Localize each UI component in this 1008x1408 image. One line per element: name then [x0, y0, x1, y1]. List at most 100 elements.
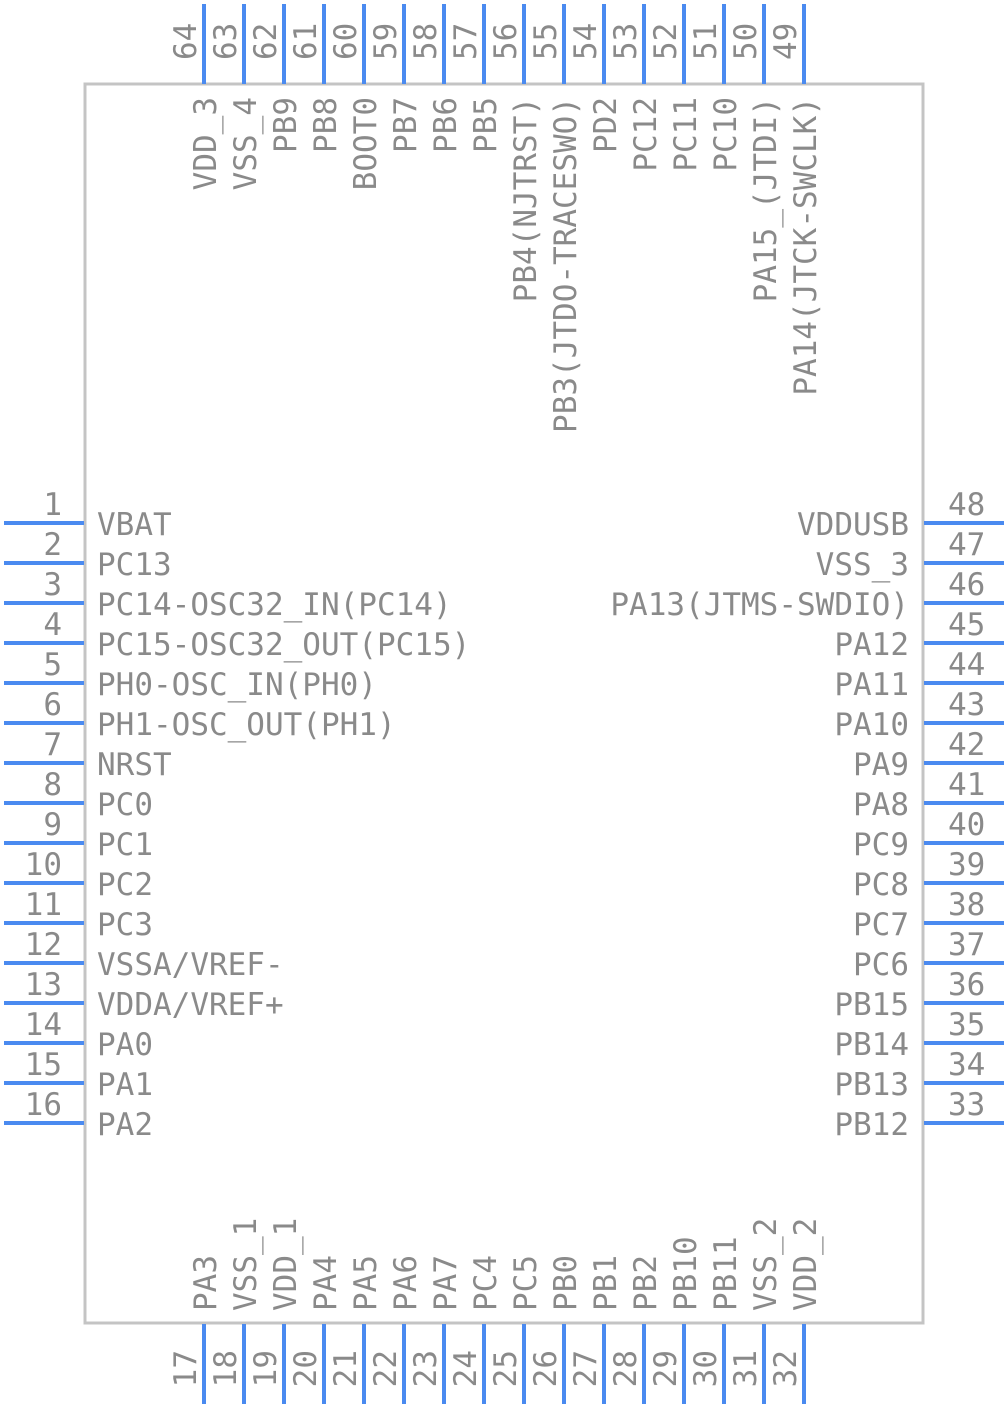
pin-28-number: 28 — [608, 1350, 644, 1387]
pin-61-label: PB8 — [308, 97, 344, 153]
pin-49-number: 49 — [768, 23, 804, 60]
pin-61-number: 61 — [288, 23, 324, 60]
pin-40-number: 40 — [948, 807, 985, 843]
pin-47-number: 47 — [948, 527, 985, 563]
pin-46-number: 46 — [948, 567, 985, 603]
pin-34-number: 34 — [948, 1047, 985, 1083]
pin-60-number: 60 — [328, 23, 364, 60]
pin-54-number: 54 — [568, 23, 604, 60]
pin-33-label: PB12 — [834, 1107, 909, 1143]
pin-45-number: 45 — [948, 607, 985, 643]
pin-55-label: PB3(JTDO-TRACESWO) — [548, 97, 584, 433]
pin-35-label: PB14 — [834, 1027, 909, 1063]
pin-1-label: VBAT — [97, 507, 172, 543]
pin-37-number: 37 — [948, 927, 985, 963]
pin-8-number: 8 — [43, 767, 62, 803]
pin-42-number: 42 — [948, 727, 985, 763]
pin-17-number: 17 — [168, 1350, 204, 1387]
pin-44-number: 44 — [948, 647, 985, 683]
pin-16-label: PA2 — [97, 1107, 153, 1143]
pin-8-label: PC0 — [97, 787, 153, 823]
pin-21-label: PA5 — [348, 1255, 384, 1311]
pin-31-label: VSS_2 — [748, 1218, 784, 1311]
pin-21-number: 21 — [328, 1350, 364, 1387]
pin-7-number: 7 — [43, 727, 62, 763]
pin-15-number: 15 — [25, 1047, 62, 1083]
ic-body-outline — [83, 82, 925, 1325]
pin-32-label: VDD_2 — [788, 1218, 824, 1311]
pin-62-number: 62 — [248, 23, 284, 60]
pin-1-number: 1 — [43, 487, 62, 523]
pin-56-number: 56 — [488, 23, 524, 60]
pin-60-label: BOOT0 — [348, 97, 384, 190]
pin-16-number: 16 — [25, 1087, 62, 1123]
pin-59-label: PB7 — [388, 97, 424, 153]
pin-49-label: PA14(JTCK-SWCLK) — [788, 97, 824, 396]
pin-54-label: PD2 — [588, 97, 624, 153]
pin-47-label: VSS_3 — [816, 547, 909, 583]
pin-7-label: NRST — [97, 747, 172, 783]
pin-34-label: PB13 — [834, 1067, 909, 1103]
pin-20-label: PA4 — [308, 1255, 344, 1311]
pin-64-label: VDD_3 — [188, 97, 224, 190]
pin-29-number: 29 — [648, 1350, 684, 1387]
pin-48-number: 48 — [948, 487, 985, 523]
pin-23-number: 23 — [408, 1350, 444, 1387]
pin-48-label: VDDUSB — [797, 507, 909, 543]
pin-4-label: PC15-OSC32_OUT(PC15) — [97, 627, 470, 663]
pin-30-number: 30 — [688, 1350, 724, 1387]
pin-22-number: 22 — [368, 1350, 404, 1387]
pin-37-label: PC6 — [853, 947, 909, 983]
pin-36-number: 36 — [948, 967, 985, 1003]
pin-63-label: VSS_4 — [228, 97, 264, 190]
pin-50-number: 50 — [728, 23, 764, 60]
pin-55-number: 55 — [528, 23, 564, 60]
pin-23-label: PA7 — [428, 1255, 464, 1311]
pin-11-label: PC3 — [97, 907, 153, 943]
pin-17-label: PA3 — [188, 1255, 224, 1311]
pin-38-number: 38 — [948, 887, 985, 923]
pin-42-label: PA9 — [853, 747, 909, 783]
pin-29-label: PB10 — [668, 1236, 704, 1311]
pin-13-label: VDDA/VREF+ — [97, 987, 284, 1023]
pin-39-label: PC8 — [853, 867, 909, 903]
pin-62-label: PB9 — [268, 97, 304, 153]
pin-14-number: 14 — [25, 1007, 62, 1043]
pin-31-number: 31 — [728, 1350, 764, 1387]
pin-58-label: PB6 — [428, 97, 464, 153]
pin-30-label: PB11 — [708, 1236, 744, 1311]
pin-14-label: PA0 — [97, 1027, 153, 1063]
pin-59-number: 59 — [368, 23, 404, 60]
pin-10-label: PC2 — [97, 867, 153, 903]
pin-56-label: PB4(NJTRST) — [508, 97, 544, 302]
pin-51-number: 51 — [688, 23, 724, 60]
pin-45-label: PA12 — [834, 627, 909, 663]
pin-52-label: PC11 — [668, 97, 704, 172]
pin-24-number: 24 — [448, 1350, 484, 1387]
pin-57-number: 57 — [448, 23, 484, 60]
pin-39-number: 39 — [948, 847, 985, 883]
pin-6-number: 6 — [43, 687, 62, 723]
pin-group: 1VBAT2PC133PC14-OSC32_IN(PC14)4PC15-OSC3… — [4, 4, 1004, 1404]
pin-53-number: 53 — [608, 23, 644, 60]
pin-46-label: PA13(JTMS-SWDIO) — [610, 587, 909, 623]
pin-58-number: 58 — [408, 23, 444, 60]
pin-19-number: 19 — [248, 1350, 284, 1387]
pin-11-number: 11 — [25, 887, 62, 923]
pin-57-label: PB5 — [468, 97, 504, 153]
pin-32-number: 32 — [768, 1350, 804, 1387]
pin-33-number: 33 — [948, 1087, 985, 1123]
pin-22-label: PA6 — [388, 1255, 424, 1311]
pin-12-label: VSSA/VREF- — [97, 947, 284, 983]
pin-40-label: PC9 — [853, 827, 909, 863]
pin-28-label: PB2 — [628, 1255, 664, 1311]
pin-6-label: PH1-OSC_OUT(PH1) — [97, 707, 396, 743]
pin-63-number: 63 — [208, 23, 244, 60]
pin-12-number: 12 — [25, 927, 62, 963]
pin-64-number: 64 — [168, 23, 204, 60]
pin-51-label: PC10 — [708, 97, 744, 172]
pin-35-number: 35 — [948, 1007, 985, 1043]
pin-52-number: 52 — [648, 23, 684, 60]
pin-18-label: VSS_1 — [228, 1218, 264, 1311]
